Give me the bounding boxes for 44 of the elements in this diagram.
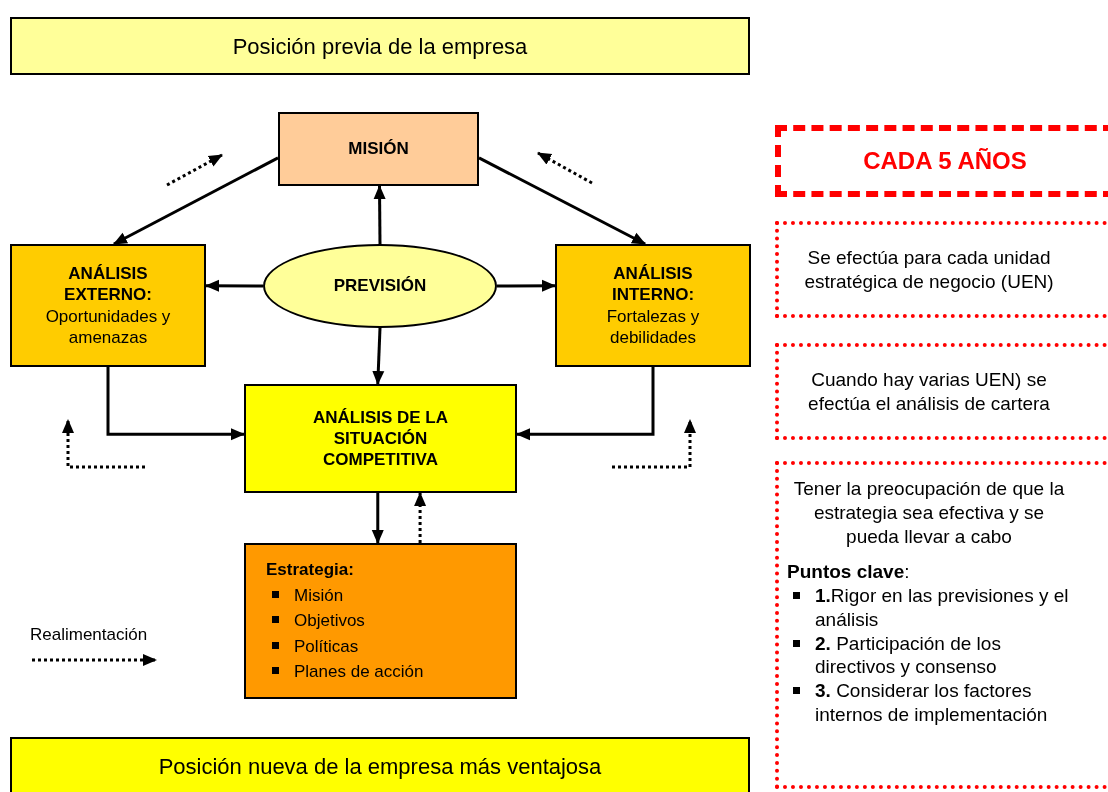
list-item: 2. Participación de los directivos y consenso (815, 631, 1002, 679)
list-item: Misión (294, 584, 344, 607)
node-text: Cuando hay varias UEN) se efectúa el análisis de cartera (807, 367, 1051, 416)
node-text: MISIÓN (348, 138, 409, 161)
arrow (205, 279, 263, 292)
node-heading: ANÁLISIS EXTERNO: (63, 263, 153, 306)
node-text: Posición previa de la empresa (232, 32, 528, 61)
note-box (775, 461, 1108, 789)
node-heading: ANÁLISIS INTERNO: (610, 263, 696, 306)
list-item: Políticas (294, 635, 359, 658)
process-box (278, 112, 479, 186)
list-item: 3. Considerar los factores internos de implementación (815, 679, 1049, 727)
list-item: Planes de acción (294, 661, 424, 684)
title-box (10, 17, 750, 75)
title-box (10, 737, 750, 792)
note-box (775, 343, 1108, 440)
arrow (113, 156, 279, 246)
arrow (478, 156, 647, 246)
node-text: Oportunidades y amenazas (44, 305, 172, 348)
node-text: ANÁLISIS DE LA SITUACIÓN COMPETITIVA (311, 406, 450, 471)
arrow (497, 279, 556, 292)
arrow (371, 493, 384, 544)
process-box (244, 384, 517, 493)
node-text: Puntos clave: (787, 560, 910, 584)
arrow (414, 492, 427, 543)
arrow (373, 185, 386, 244)
node-heading: Tener la preocupación de que la estrategia sea efectiva y se pueda llevar a cabo (792, 477, 1066, 549)
note-box (775, 125, 1108, 197)
node-text: Posición nueva de la empresa más ventajosa (158, 752, 602, 781)
node-text: CADA 5 AÑOS (863, 146, 1027, 176)
process-box (555, 244, 751, 367)
arrow (372, 327, 385, 385)
arrow (106, 367, 245, 441)
process-box (244, 543, 517, 699)
process-box (10, 244, 206, 367)
node-heading: Estrategia: (266, 559, 354, 582)
legend-label: Realimentación (30, 624, 148, 646)
arrow (516, 367, 655, 441)
list-item: Objetivos (294, 610, 365, 633)
list-item: 1.Rigor en las previsiones y el análisis (815, 584, 1070, 632)
node-text: Se efectúa para cada unidad estratégica de negocio (UEN) (803, 245, 1055, 294)
note-box (775, 221, 1108, 318)
node-text: PREVISIÓN (333, 275, 427, 298)
node-text: Fortalezas y debilidades (605, 305, 701, 348)
